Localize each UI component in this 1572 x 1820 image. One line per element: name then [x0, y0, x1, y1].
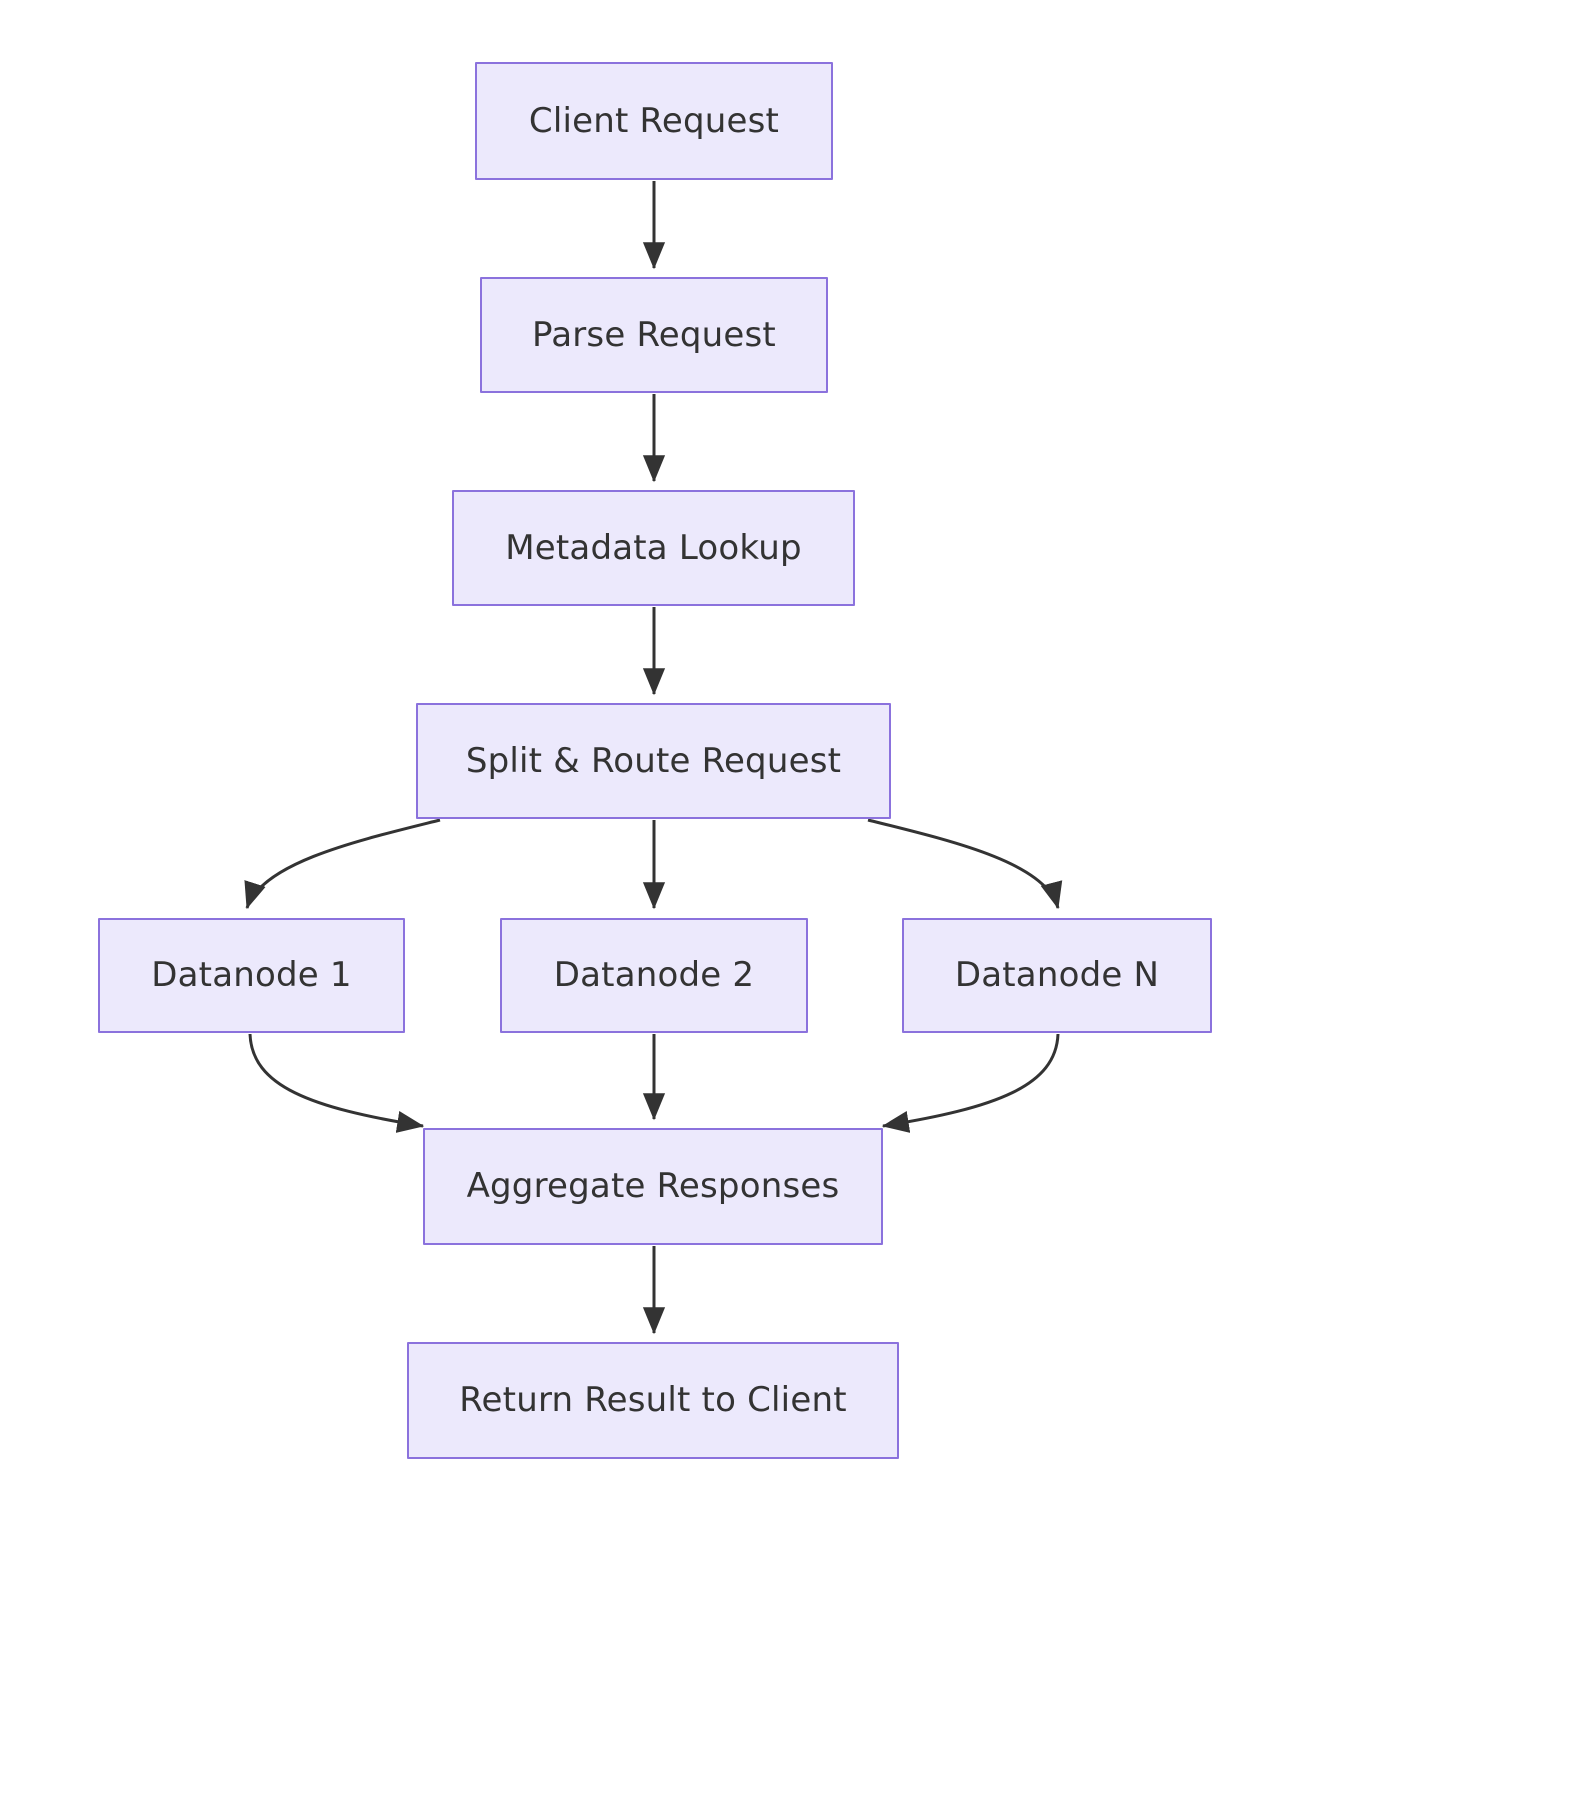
node-metadata-lookup-label: Metadata Lookup [505, 527, 802, 568]
node-split-route-request[interactable]: Split & Route Request [416, 703, 891, 819]
edge-datanode-1-to-aggregate-responses [248, 1033, 425, 1133]
edge-split-route-request-to-datanode-n [867, 818, 1063, 910]
edge-split-route-request-to-datanode-1 [244, 818, 441, 910]
node-return-result-label: Return Result to Client [459, 1380, 847, 1421]
node-datanode-1[interactable]: Datanode 1 [98, 918, 405, 1033]
node-datanode-1-label: Datanode 1 [151, 955, 352, 996]
node-datanode-n-label: Datanode N [954, 955, 1160, 996]
node-return-result[interactable]: Return Result to Client [407, 1342, 899, 1459]
node-client-request-label: Client Request [528, 100, 780, 141]
node-datanode-2-label: Datanode 2 [553, 955, 755, 996]
node-datanode-n[interactable]: Datanode N [902, 918, 1212, 1033]
node-aggregate-responses[interactable]: Aggregate Responses [423, 1128, 883, 1245]
node-client-request[interactable]: Client Request [475, 62, 833, 180]
node-datanode-2[interactable]: Datanode 2 [500, 918, 808, 1033]
node-metadata-lookup[interactable]: Metadata Lookup [452, 490, 855, 606]
node-parse-request[interactable]: Parse Request [480, 277, 828, 393]
edge-datanode-n-to-aggregate-responses [881, 1033, 1060, 1133]
node-parse-request-label: Parse Request [532, 314, 776, 355]
node-aggregate-responses-label: Aggregate Responses [466, 1166, 840, 1207]
node-split-route-request-label: Split & Route Request [465, 740, 842, 781]
